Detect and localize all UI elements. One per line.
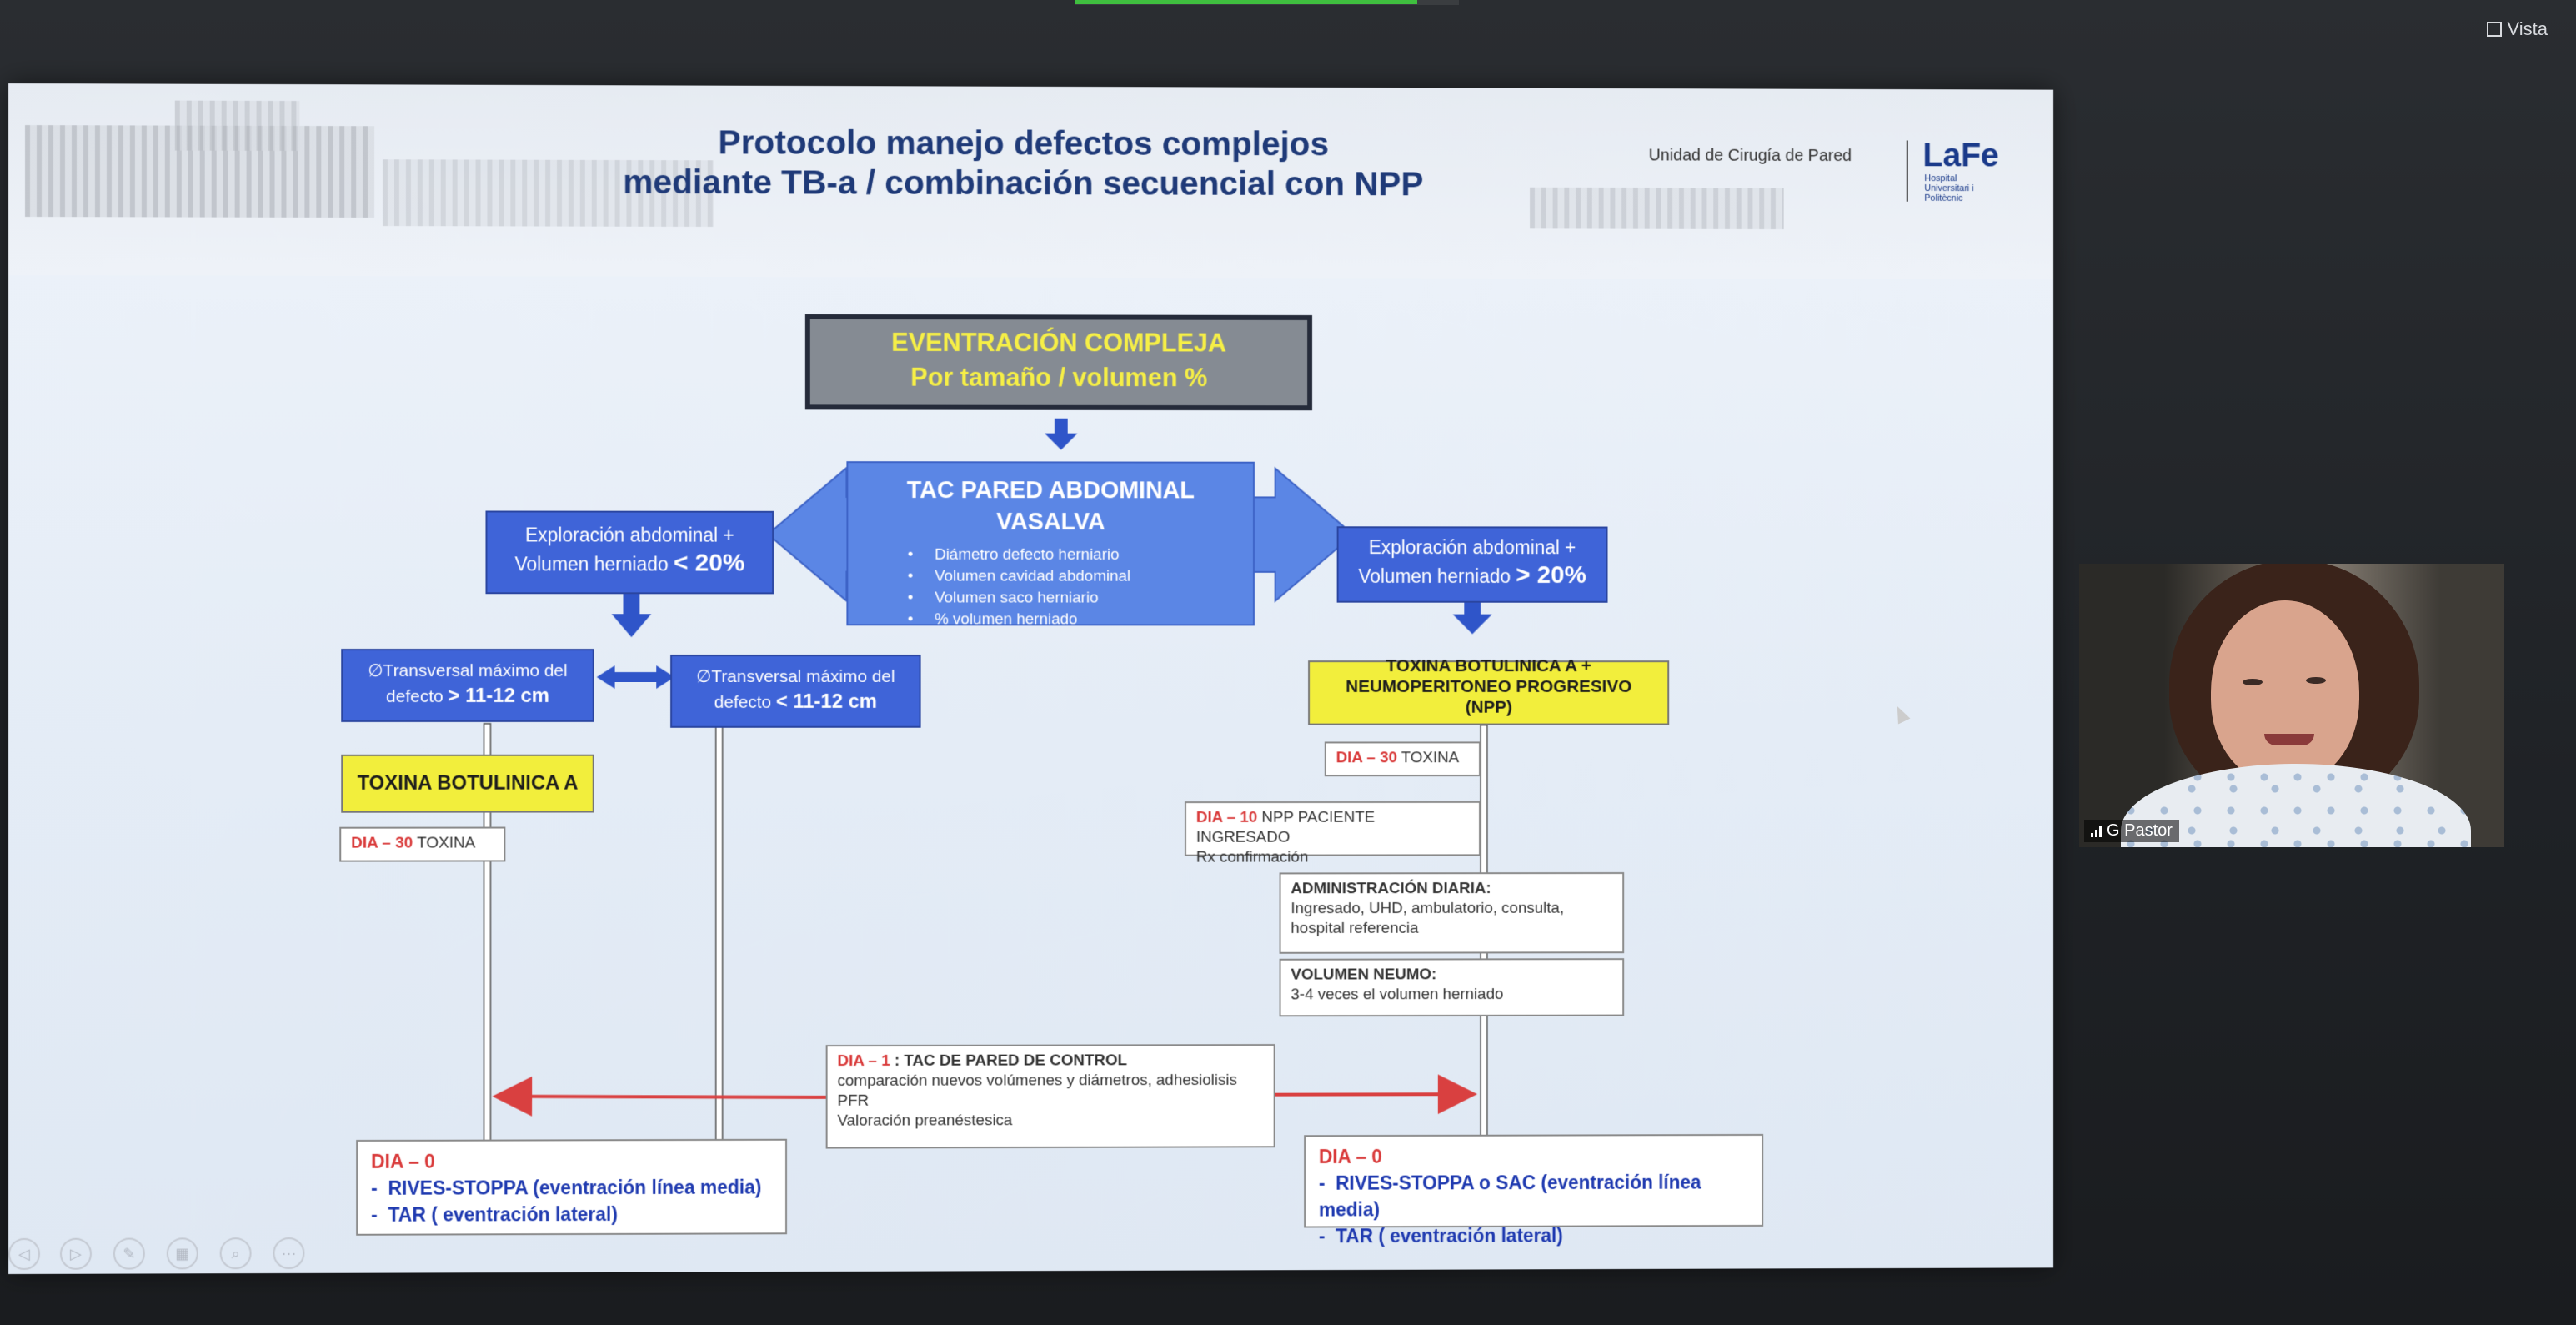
toxina-npp-line1: TOXINA BOTULINICA A +	[1386, 656, 1591, 676]
arrow-down-top	[1045, 418, 1078, 450]
tac-item: % volumen herniado	[935, 609, 1253, 630]
line-left-2	[716, 725, 723, 1224]
admin-title: ADMINISTRACIÓN DIARIA:	[1291, 880, 1491, 898]
participant-mouth	[2264, 734, 2314, 745]
left-dia0-box: DIA – 0 - RIVES-STOPPA (eventración líne…	[356, 1138, 788, 1236]
right-dia30-text: TOXINA	[1396, 749, 1460, 767]
red-arrow-right	[1274, 1094, 1471, 1095]
dia10-day: DIA – 10	[1195, 808, 1258, 826]
eventracion-title: EVENTRACIÓN COMPLEJA	[891, 327, 1227, 358]
explore-right-box: Exploración abdominal + Volumen herniado…	[1336, 526, 1608, 603]
tac-title: TAC PARED ABDOMINAL VASALVA	[848, 474, 1253, 538]
participant-name: G Pastor	[2107, 821, 2173, 840]
arrow-left-big	[768, 468, 871, 600]
zoom-icon[interactable]: ⌕	[219, 1237, 252, 1270]
eventracion-compleja-box: EVENTRACIÓN COMPLEJA Por tamaño / volume…	[804, 314, 1313, 411]
left-dia0-day: DIA – 0	[371, 1150, 435, 1172]
red-arrow-left	[499, 1096, 825, 1098]
left-dia30-text: TOXINA	[413, 834, 476, 852]
right-dia0-item: - TAR ( eventración lateral)	[1318, 1224, 1563, 1247]
transversal-gt-line1: ∅Transversal máximo del	[368, 661, 568, 680]
tac-title-line1: TAC PARED ABDOMINAL	[906, 477, 1195, 504]
transversal-lt-value: < 11-12 cm	[775, 690, 878, 713]
tac-item: Volumen saco herniario	[935, 588, 1253, 610]
left-dia0-item: - RIVES-STOPPA (eventración línea media)	[371, 1176, 762, 1199]
explore-right-value: > 20%	[1516, 561, 1586, 589]
control-line2: PFR	[837, 1092, 870, 1110]
transversal-gt-line2: defecto > 11-12 cm	[386, 684, 549, 707]
left-dia30-day: DIA – 30	[351, 834, 413, 852]
left-dia30-box: DIA – 30 TOXINA	[339, 826, 506, 862]
explore-right-line2: Volumen herniado > 20%	[1358, 561, 1586, 589]
participant-name-tag: G Pastor	[2084, 820, 2179, 842]
tac-title-line2: VASALVA	[996, 509, 1105, 535]
double-arrow	[596, 665, 675, 689]
toxina-a-box: TOXINA BOTULINICA A	[341, 754, 594, 813]
right-dia0-item: - RIVES-STOPPA o SAC (eventración línea …	[1318, 1171, 1701, 1221]
control-line3: Valoración preanéstesica	[837, 1112, 1013, 1130]
toxina-npp-box: TOXINA BOTULINICA A + NEUMOPERITONEO PRO…	[1308, 656, 1670, 725]
admin-box: ADMINISTRACIÓN DIARIA: Ingresado, UHD, a…	[1279, 872, 1625, 954]
more-options-icon[interactable]: ⋯	[273, 1237, 305, 1270]
control-box: DIA – 1 : TAC DE PARED DE CONTROL compar…	[825, 1044, 1275, 1149]
toxina-npp-line2: NEUMOPERITONEO PROGRESIVO	[1346, 677, 1632, 696]
diameter-icon: ∅	[696, 667, 712, 686]
previous-slide-icon[interactable]: ◁	[8, 1237, 40, 1270]
admin-line2: hospital referencia	[1291, 919, 1419, 937]
explore-left-line2: Volumen herniado < 20%	[514, 549, 745, 577]
tac-item: Volumen cavidad abdominal	[935, 566, 1253, 588]
signal-strength-icon	[2091, 826, 2102, 837]
eventracion-subtitle: Por tamaño / volumen %	[910, 362, 1208, 393]
transversal-gt-box: ∅Transversal máximo del defecto > 11-12 …	[341, 649, 594, 722]
volumen-line1: 3-4 veces el volumen herniado	[1291, 986, 1504, 1004]
slide-grid-icon[interactable]: ▦	[166, 1237, 198, 1270]
control-title: : TAC DE PARED DE CONTROL	[890, 1051, 1128, 1070]
pen-icon[interactable]: ✎	[113, 1237, 145, 1270]
view-button[interactable]: Vista	[2487, 18, 2548, 40]
view-button-label: Vista	[2507, 18, 2548, 39]
participant-video-tile[interactable]: G Pastor	[2079, 564, 2504, 847]
grid-view-icon	[2487, 22, 2503, 37]
left-dia0-item: - TAR ( eventración lateral)	[371, 1202, 618, 1226]
next-slide-icon[interactable]: ▷	[59, 1237, 92, 1270]
participant-eye	[2306, 677, 2326, 684]
toxina-npp-line3: (NPP)	[1465, 697, 1512, 717]
transversal-lt-line1: ∅Transversal máximo del	[696, 667, 895, 686]
right-dia0-day: DIA – 0	[1318, 1145, 1382, 1167]
admin-line1: Ingresado, UHD, ambulatorio, consulta,	[1291, 899, 1565, 918]
transversal-gt-value: > 11-12 cm	[448, 684, 549, 707]
tac-item: Diámetro defecto herniario	[935, 545, 1253, 566]
participant-eye	[2243, 679, 2263, 685]
explore-left-value: < 20%	[674, 549, 745, 577]
tac-pared-box: TAC PARED ABDOMINAL VASALVA Diámetro def…	[846, 461, 1255, 628]
dia10-box: DIA – 10 NPP PACIENTE INGRESADO Rx confi…	[1185, 801, 1481, 866]
right-dia0-box: DIA – 0 - RIVES-STOPPA o SAC (eventració…	[1304, 1133, 1764, 1247]
explore-left-box: Exploración abdominal + Volumen herniado…	[485, 510, 774, 595]
arrow-down-left	[611, 594, 652, 638]
volumen-title: VOLUMEN NEUMO:	[1291, 966, 1437, 984]
volumen-box: VOLUMEN NEUMO: 3-4 veces el volumen hern…	[1279, 958, 1625, 1017]
arrow-down-right	[1452, 600, 1492, 635]
control-day: DIA – 1	[837, 1051, 890, 1070]
diameter-icon: ∅	[368, 661, 383, 680]
control-line1: comparación nuevos volúmenes y diámetros…	[837, 1071, 1237, 1090]
dia10-line2: Rx confirmación	[1195, 848, 1309, 866]
transversal-lt-line2: defecto < 11-12 cm	[714, 690, 878, 713]
tac-items: Diámetro defecto herniario Volumen cavid…	[935, 545, 1253, 631]
presentation-slide: Protocolo manejo defectos complejos medi…	[8, 83, 2053, 1274]
explore-right-line1: Exploración abdominal +	[1368, 536, 1576, 559]
right-dia30-day: DIA – 30	[1336, 749, 1397, 767]
speaker-indicator-bar	[1075, 0, 1417, 4]
transversal-lt-box: ∅Transversal máximo del defecto < 11-12 …	[670, 655, 921, 728]
explore-left-line1: Exploración abdominal +	[524, 524, 734, 546]
right-dia30-box: DIA – 30 TOXINA	[1324, 741, 1481, 777]
participant-face	[2211, 600, 2359, 784]
